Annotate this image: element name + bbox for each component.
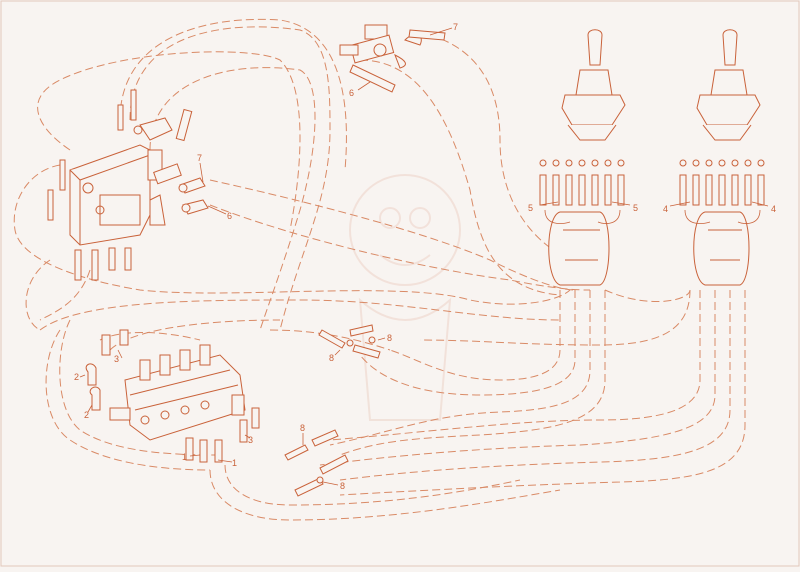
hose-leader-lines	[302, 337, 386, 486]
callout-5b: 5	[633, 203, 638, 213]
tee-leader-lines	[357, 27, 453, 91]
callout-8d: 8	[340, 481, 345, 491]
main-control-valve	[109, 344, 246, 441]
inline-hoses	[284, 324, 381, 497]
callout-2b: 2	[84, 410, 89, 420]
callout-4b: 4	[771, 204, 776, 214]
callout-4a: 4	[663, 204, 668, 214]
callout-5a: 5	[528, 203, 533, 213]
callout-8c: 8	[300, 423, 305, 433]
callout-2a: 2	[74, 372, 79, 382]
callout-1b: 1	[232, 458, 237, 468]
callout-3b: 3	[248, 435, 253, 445]
pilot-block-bolts	[47, 89, 193, 281]
valve-fittings	[85, 329, 260, 463]
callout-6b: 6	[227, 211, 232, 221]
callout-8b: 8	[329, 353, 334, 363]
joystick-leader-lines	[539, 201, 769, 224]
callout-labels: 1 1 2 2 3 3 4 4 5 5 6 6 7 7 8 8 8 8	[74, 22, 776, 491]
callout-3a: 3	[114, 354, 119, 364]
callout-1a: 1	[182, 452, 187, 462]
joystick-left	[548, 29, 626, 286]
joystick-right	[693, 29, 761, 286]
block-fittings	[178, 177, 209, 215]
tee-fitting-assembly	[339, 24, 446, 93]
callout-6a: 6	[349, 88, 354, 98]
callout-7a: 7	[453, 22, 458, 32]
callout-7b: 7	[197, 153, 202, 163]
joystick-right-ports	[679, 159, 765, 206]
hose-routes	[13, 18, 746, 521]
callout-8a: 8	[387, 333, 392, 343]
joystick-left-ports	[539, 159, 625, 206]
watermark-logo	[349, 174, 461, 421]
block-leader-lines	[199, 162, 227, 215]
pilot-valve-block	[69, 117, 182, 246]
valve-leader-lines	[79, 349, 251, 463]
